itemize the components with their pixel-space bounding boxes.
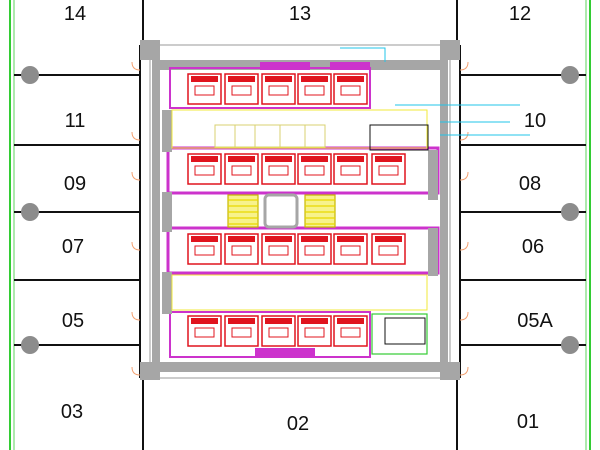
elevator-car-icon (261, 73, 296, 105)
elevator-car-icon (333, 73, 368, 105)
elevator-car-icon (297, 315, 332, 347)
door-swing-icon (131, 366, 141, 376)
unit-label-12: 12 (509, 3, 531, 25)
elevator-car-icon (297, 233, 332, 265)
stair-icon (304, 194, 336, 228)
unit-label-11: 11 (65, 110, 86, 132)
elevator-car-icon (297, 73, 332, 105)
door-swing-icon (131, 171, 141, 181)
elevator-car-icon (187, 153, 222, 185)
unit-label-07: 07 (62, 236, 84, 258)
column-dot-icon (561, 66, 579, 84)
elevator-car-icon (261, 233, 296, 265)
elevator-bank (187, 73, 406, 347)
elevator-car-icon (261, 315, 296, 347)
elevator-car-icon (224, 153, 259, 185)
unit-labels: 14 13 12 11 10 09 08 07 06 05 05A 03 02 … (61, 3, 554, 435)
elevator-car-icon (187, 73, 222, 105)
stair-icon (227, 194, 259, 228)
column-dot-icon (561, 203, 579, 221)
elevator-car-icon (333, 315, 368, 347)
door-swing-icon (459, 311, 469, 321)
door-swing-icon (459, 131, 469, 141)
duct-lines (340, 47, 530, 136)
elevator-car-icon (333, 233, 368, 265)
elevator-car-icon (187, 233, 222, 265)
door-swing-icon (459, 171, 469, 181)
unit-label-05a: 05A (517, 310, 553, 332)
door-swing-icon (459, 241, 469, 251)
column-dot-icon (21, 203, 39, 221)
elevator-car-icon (261, 153, 296, 185)
unit-label-05: 05 (62, 310, 84, 332)
elevator-car-icon (224, 315, 259, 347)
door-swing-icon (459, 61, 469, 71)
columns (21, 66, 579, 354)
door-swing-icon (459, 366, 469, 376)
unit-label-09: 09 (64, 173, 86, 195)
door-swing-icon (131, 311, 141, 321)
elevator-car-icon (297, 153, 332, 185)
door-swing-icon (131, 61, 141, 71)
unit-label-06: 06 (522, 236, 544, 258)
elevator-car-icon (224, 233, 259, 265)
unit-label-02: 02 (287, 413, 309, 435)
core (140, 40, 530, 380)
doors (131, 61, 469, 376)
unit-label-13: 13 (289, 3, 311, 25)
unit-label-08: 08 (519, 173, 541, 195)
column-dot-icon (561, 336, 579, 354)
door-swing-icon (131, 131, 141, 141)
elevator-car-icon (333, 153, 368, 185)
elevator-car-icon (224, 73, 259, 105)
unit-label-10: 10 (524, 110, 546, 132)
column-dot-icon (21, 66, 39, 84)
elevator-car-icon (187, 315, 222, 347)
column-dot-icon (21, 336, 39, 354)
elevator-car-icon (371, 233, 406, 265)
unit-label-14: 14 (64, 3, 86, 25)
unit-label-03: 03 (61, 401, 83, 423)
unit-label-01: 01 (517, 411, 539, 433)
elevator-car-icon (371, 153, 406, 185)
door-swing-icon (131, 241, 141, 251)
